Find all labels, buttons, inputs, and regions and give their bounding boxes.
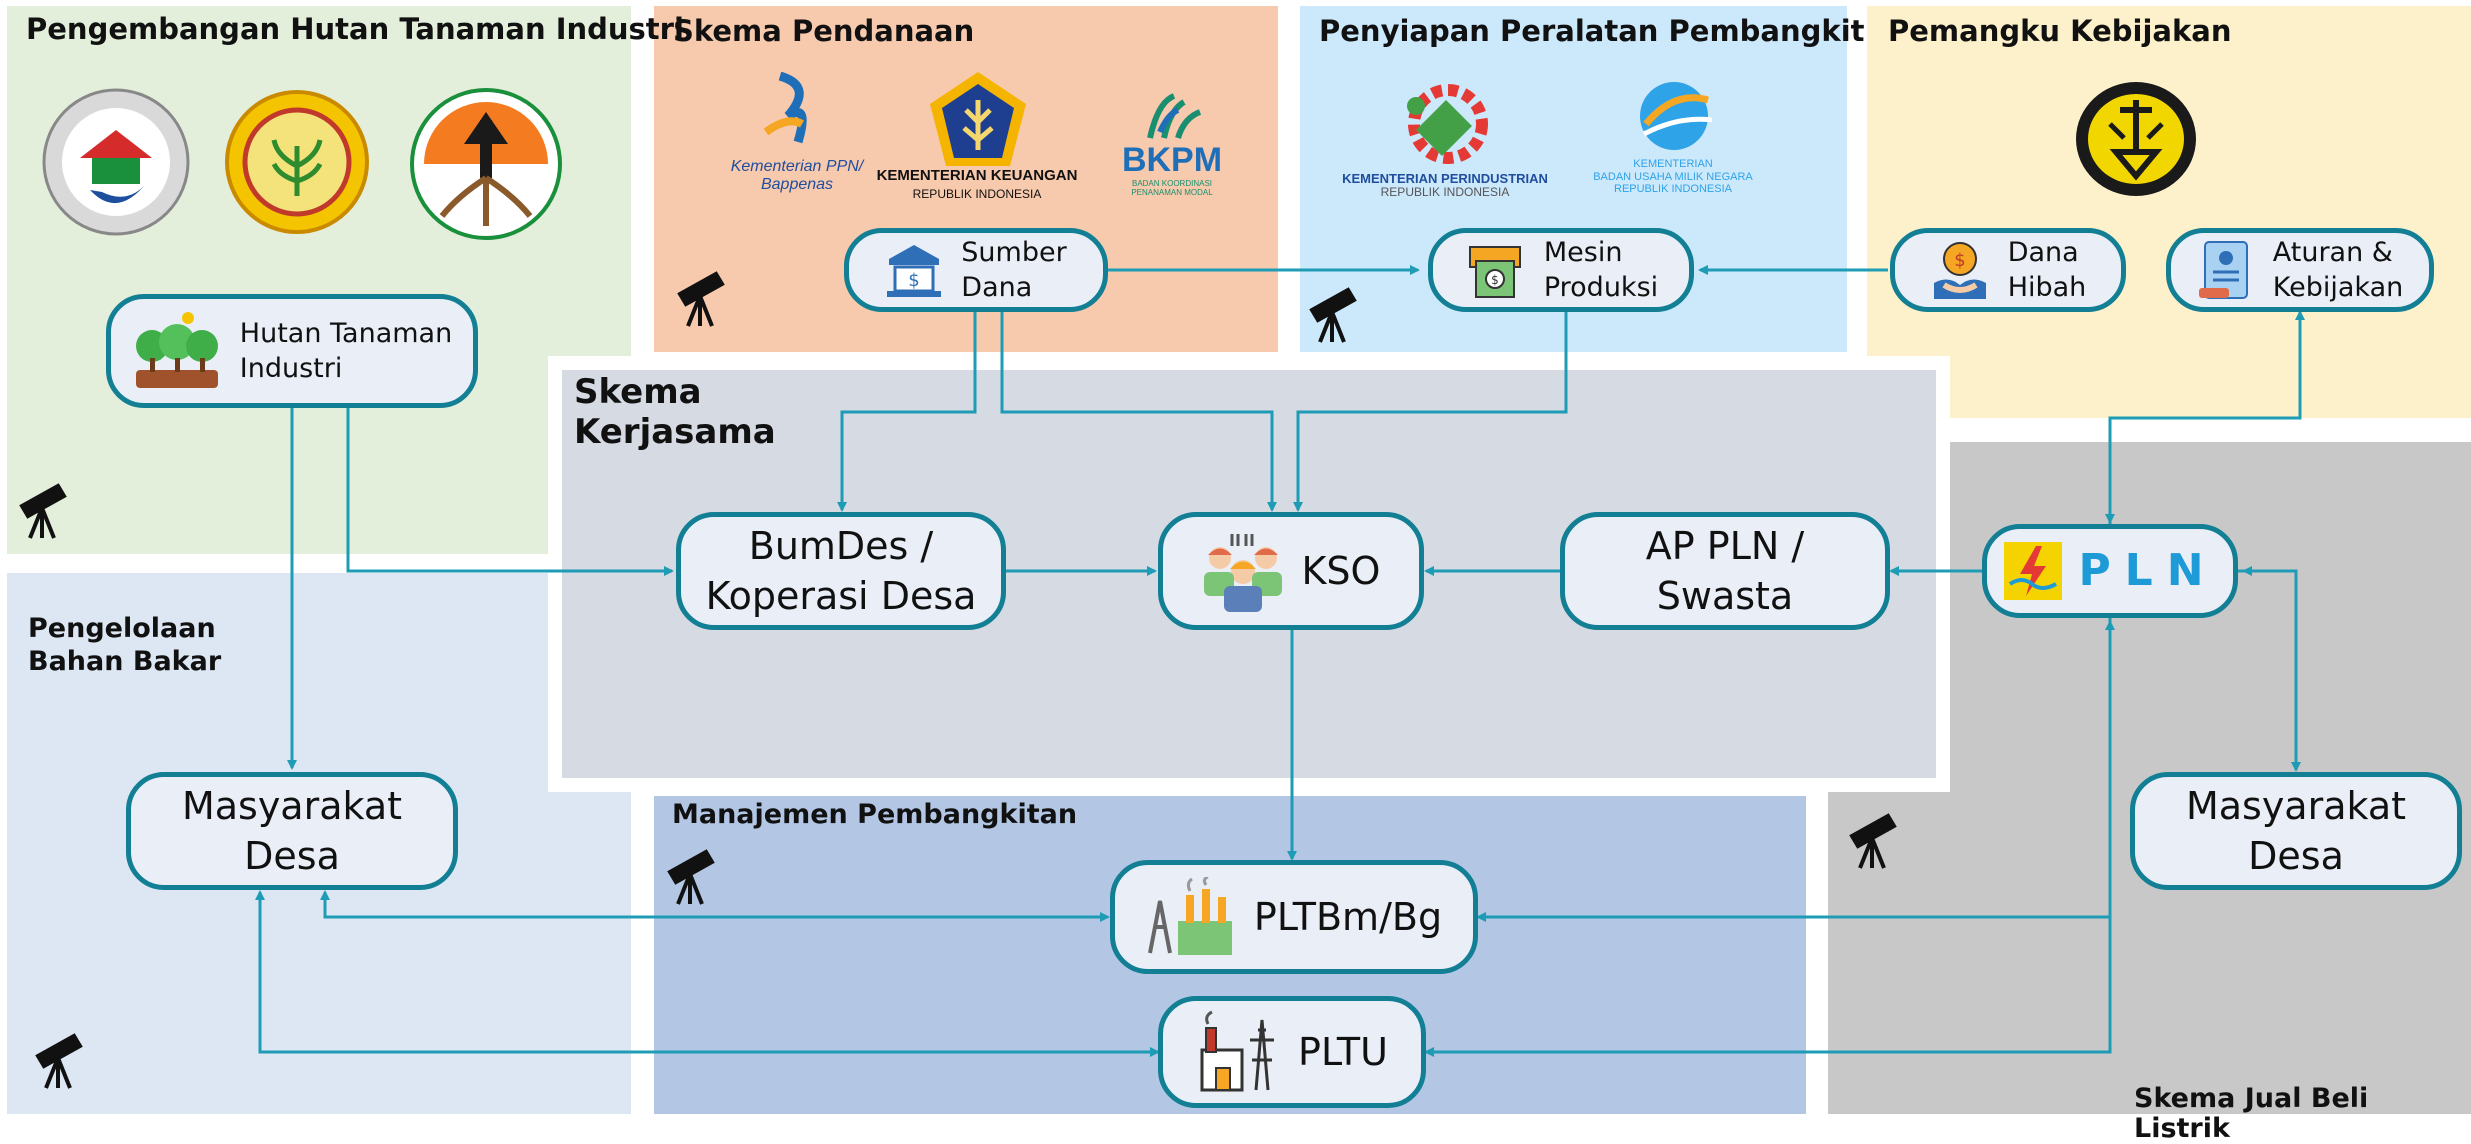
- node-label: PLTU: [1298, 1030, 1388, 1074]
- node-sumber-dana: $ Sumber Dana: [844, 228, 1108, 312]
- power-plant-icon: [1147, 877, 1232, 955]
- kemenkeu-sub: REPUBLIK INDONESIA: [912, 187, 1042, 201]
- kemenkeu-logo: [930, 72, 1026, 166]
- bappenas-label: Kementerian PPN/ Bappenas: [730, 158, 864, 193]
- zone-title-kebijakan: Pemangku Kebijakan: [1888, 14, 2232, 48]
- node-aturan-kebijakan: Aturan & Kebijakan: [2166, 228, 2434, 312]
- arrow-pltbm-masyarakat: [320, 890, 1108, 919]
- telescope-icon: [1849, 813, 1897, 869]
- workers-icon: [1203, 534, 1282, 612]
- bkpm-label: BKPM: [1121, 141, 1223, 179]
- node-label: Masyarakat Desa: [2185, 784, 2407, 878]
- arrow-sumber-to-bumdes: [837, 312, 977, 512]
- arrow-pln-to-aturan: [2108, 310, 2305, 527]
- arrow-pln-to-pltu: [1424, 917, 2112, 1057]
- node-pltu: PLTU: [1158, 996, 1426, 1108]
- zone-title-manajemen: Manajemen Pembangkitan: [672, 799, 1078, 830]
- node-label: BumDes / Koperasi Desa: [705, 524, 977, 618]
- node-label: AP PLN / Swasta: [1645, 524, 1805, 618]
- zone-title-peralatan: Penyiapan Peralatan Pembangkit: [1319, 14, 1865, 48]
- telescope-icon: [19, 483, 67, 539]
- node-label: Sumber Dana: [961, 237, 1067, 303]
- node-label: Masyarakat Desa: [181, 784, 403, 878]
- money-hand-icon: $: [1933, 242, 1986, 299]
- telescope-icon: [677, 271, 725, 327]
- svg-text:$: $: [1491, 273, 1499, 287]
- bumn-title: KEMENTERIAN: [1633, 158, 1713, 170]
- arrow-masyarakat-to-pln: [2242, 566, 2298, 580]
- arrow-pln-masyarakat: [2238, 569, 2301, 772]
- node-bumdes: BumDes / Koperasi Desa: [676, 512, 1006, 630]
- telescope-icon: [667, 849, 715, 905]
- bappenas-logo: [763, 72, 807, 144]
- node-pltbm: PLTBm/Bg: [1110, 860, 1478, 974]
- zone-kebijakan: [1867, 6, 2471, 418]
- node-label: Hutan Tanaman Industri: [239, 318, 453, 384]
- svg-text:$: $: [1954, 250, 1965, 271]
- node-pln: PLN: [1982, 524, 2238, 618]
- node-dana-hibah: $ Dana Hibah: [1890, 228, 2126, 312]
- zone-title-hti: Pengembangan Hutan Tanaman Industri: [26, 12, 684, 46]
- zone-title-pendanaan: Skema Pendanaan: [673, 14, 975, 48]
- kemenkeu-title: KEMENTERIAN KEUANGAN: [876, 167, 1078, 184]
- bank-icon: $: [887, 245, 942, 297]
- node-label: KSO: [1301, 549, 1381, 593]
- kemenperin-sub: REPUBLIK INDONESIA: [1380, 185, 1510, 199]
- arrow-sumber-to-kso: [1000, 312, 1277, 512]
- bkpm-logo: [1147, 93, 1202, 139]
- arrow-mesin-to-kso: [1293, 312, 1568, 512]
- bumn-logo: [1640, 82, 1713, 150]
- kementerian-lhk-logo: [410, 88, 562, 240]
- telescope-icon: [35, 1033, 83, 1089]
- kementerian-desa-logo: [42, 88, 190, 236]
- zone-title-kerjasama: Skema Kerjasama: [574, 372, 776, 452]
- bkpm-sub: BADAN KOORDINASI PENANAMAN MODAL: [1131, 179, 1213, 197]
- bumn-sub: BADAN USAHA MILIK NEGARA REPUBLIK INDONE…: [1593, 171, 1753, 196]
- pln-logo: [2004, 542, 2063, 600]
- node-label: Aturan & Kebijakan: [2272, 237, 2404, 303]
- kemenperin-logo: [1407, 84, 1488, 164]
- trees-icon: [135, 312, 218, 388]
- printer-icon: $: [1468, 246, 1521, 298]
- node-masyarakat-desa-left: Masyarakat Desa: [126, 772, 458, 890]
- node-label: Dana Hibah: [2007, 237, 2087, 303]
- node-label: PLTBm/Bg: [1253, 895, 1443, 939]
- kementerian-pertanian-logo: [225, 90, 369, 234]
- document-icon: [2198, 241, 2248, 299]
- node-masyarakat-desa-right: Masyarakat Desa: [2130, 772, 2462, 890]
- node-hutan-tanaman-industri: Hutan Tanaman Industri: [106, 294, 478, 408]
- telescope-icon: [1309, 287, 1357, 343]
- kemenperin-title: KEMENTERIAN PERINDUSTRIAN: [1342, 171, 1548, 186]
- node-mesin-produksi: $ Mesin Produksi: [1428, 228, 1694, 312]
- arrow-hutan-to-bumdes: [346, 408, 674, 576]
- factory-icon: [1200, 1010, 1275, 1092]
- connector-arrows: [255, 265, 2305, 1057]
- arrow-pln-to-pltbm: [1476, 617, 2112, 922]
- node-label: Mesin Produksi: [1543, 237, 1659, 303]
- pln-label: PLN: [2078, 545, 2218, 596]
- node-ap-pln: AP PLN / Swasta: [1560, 512, 1890, 630]
- zone-title-bahan-bakar: Pengelolaan Bahan Bakar: [28, 613, 222, 677]
- esdm-logo: [2076, 82, 2196, 196]
- node-kso: KSO: [1158, 512, 1424, 630]
- svg-text:$: $: [909, 270, 920, 291]
